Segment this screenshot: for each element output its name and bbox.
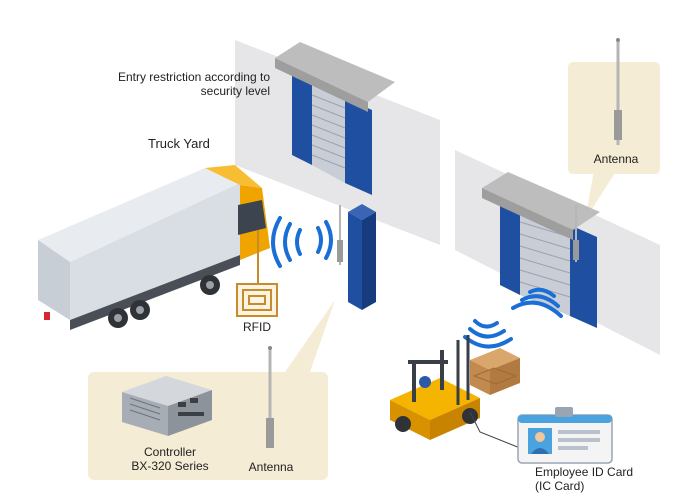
entry-restriction-line-1: Entry restriction according to <box>117 70 270 84</box>
truck <box>38 165 270 330</box>
entry-restriction-label: Entry restriction according to security … <box>60 70 270 98</box>
forklift <box>390 335 520 440</box>
id-card-icon <box>517 407 613 464</box>
signal-waves-gate <box>271 216 333 268</box>
entry-restriction-line-2: security level <box>200 84 270 98</box>
employee-card-label: Employee ID Card (IC Card) <box>535 465 665 493</box>
gate-pillar <box>337 204 376 310</box>
antenna-bottom-icon <box>266 346 274 448</box>
card-connector-line <box>469 411 531 453</box>
controller-line-2: BX-320 Series <box>131 459 209 473</box>
employee-card-line-2: (IC Card) <box>535 479 585 493</box>
controller-label: Controller BX-320 Series <box>120 445 220 473</box>
rfid-label: RFID <box>243 320 271 334</box>
antenna-callout-top <box>568 38 660 220</box>
antenna-bottom-label: Antenna <box>248 460 294 474</box>
signal-waves-right <box>463 287 563 349</box>
loading-door-top <box>275 42 395 195</box>
antenna-top-label: Antenna <box>593 152 639 166</box>
controller-device <box>122 376 212 436</box>
controller-line-1: Controller <box>143 445 197 459</box>
truck-yard-label: Truck Yard <box>148 136 210 151</box>
rfid-tag-icon <box>236 230 278 317</box>
loading-door-right <box>482 172 600 328</box>
employee-card-line-1: Employee ID Card <box>535 465 634 479</box>
